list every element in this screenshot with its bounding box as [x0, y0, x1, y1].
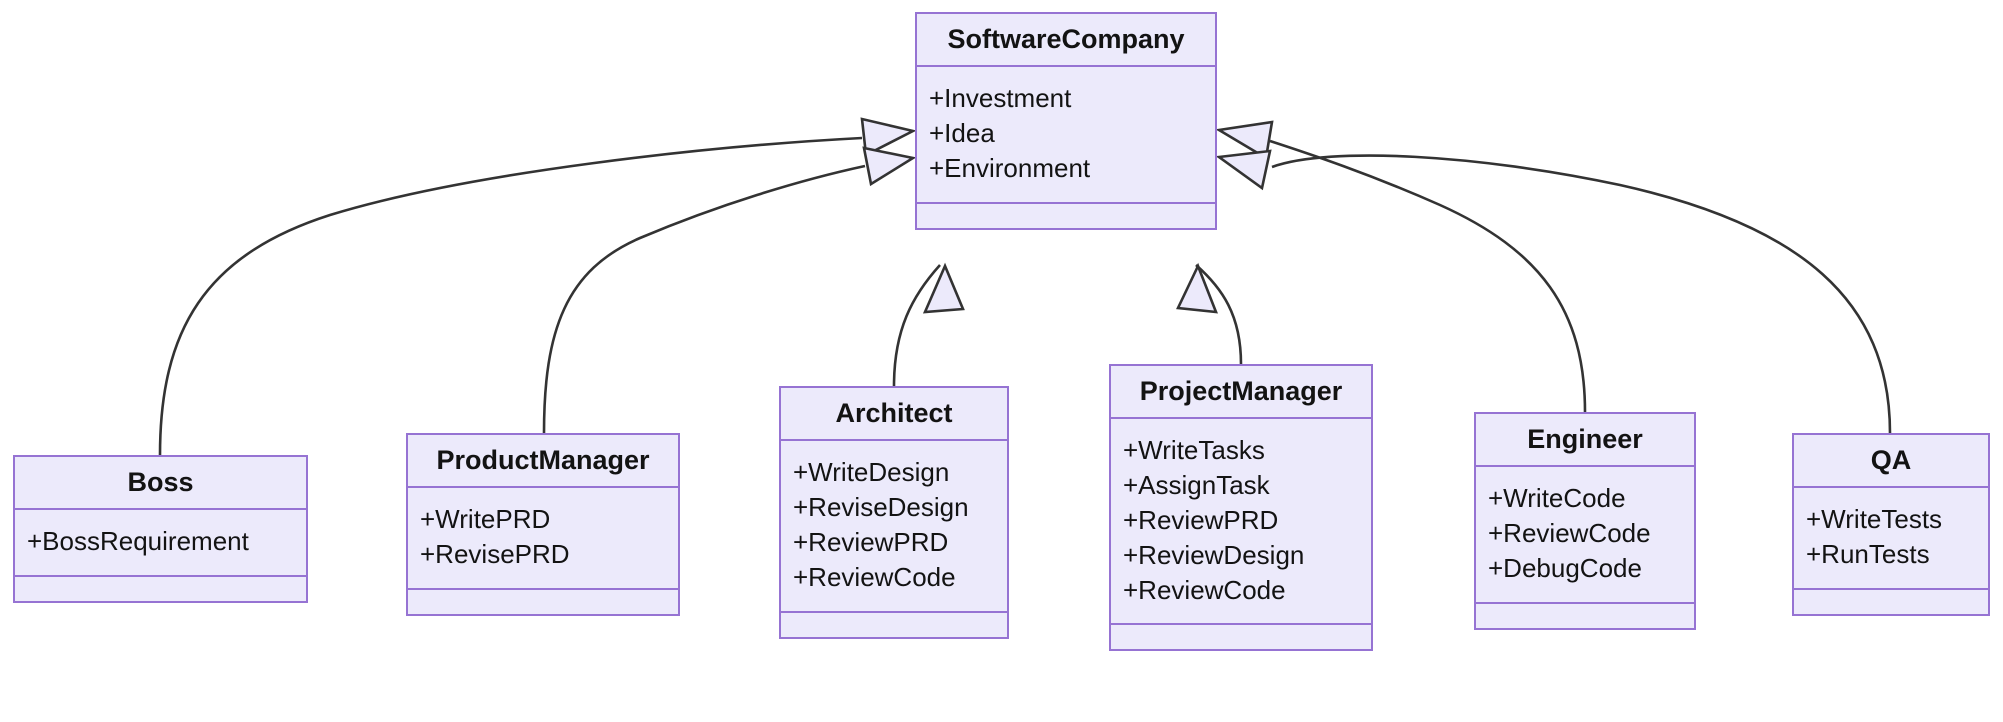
- class-box-boss[interactable]: Boss +BossRequirement: [13, 455, 308, 604]
- attribute-row: +RunTests: [1806, 539, 1930, 570]
- attribute-row: +WriteTests: [1806, 504, 1943, 535]
- class-methods-architect: [781, 613, 1007, 637]
- class-attributes-softwarecompany: +Investment +Idea +Environment: [917, 67, 1215, 204]
- attribute-row: +ReviseDesign: [793, 492, 969, 523]
- attribute-row: +Idea: [929, 118, 995, 149]
- edge-boss-to-softwarecompany: [158, 136, 863, 456]
- attribute-row: +WritePRD: [420, 504, 551, 535]
- class-box-productmanager[interactable]: ProductManager +WritePRD +RevisePRD: [406, 433, 680, 616]
- class-box-softwarecompany[interactable]: SoftwareCompany +Investment +Idea +Envir…: [915, 12, 1217, 230]
- attribute-row: +AssignTask: [1123, 470, 1270, 501]
- attribute-row: +Environment: [929, 153, 1091, 183]
- class-attributes-projectmanager: +WriteTasks +AssignTask +ReviewPRD +Revi…: [1111, 419, 1371, 626]
- class-methods-softwarecompany: [917, 204, 1215, 228]
- arrowhead-architect: [922, 262, 965, 314]
- arrowhead-projectmanager: [1176, 262, 1218, 314]
- class-name-softwarecompany: SoftwareCompany: [917, 14, 1215, 68]
- class-box-qa[interactable]: QA +WriteTests +RunTests: [1792, 433, 1990, 616]
- class-name-productmanager: ProductManager: [408, 435, 678, 489]
- class-name-projectmanager: ProjectManager: [1111, 366, 1371, 420]
- class-methods-qa: [1794, 590, 1988, 614]
- attribute-row: +BossRequirement: [27, 526, 249, 557]
- attribute-row: +WriteTasks: [1123, 435, 1265, 466]
- class-name-qa: QA: [1794, 435, 1988, 489]
- attribute-row: +ReviewPRD: [1123, 505, 1279, 535]
- attribute-row: +ReviewPRD: [793, 527, 949, 557]
- edge-architect-to-softwarecompany: [892, 264, 941, 387]
- class-box-architect[interactable]: Architect +WriteDesign +ReviseDesign +Re…: [779, 386, 1009, 639]
- class-name-boss: Boss: [15, 457, 306, 511]
- class-attributes-engineer: +WriteCode +ReviewCode +DebugCode: [1476, 467, 1694, 604]
- arrowhead-productmanager: [862, 146, 917, 187]
- class-box-projectmanager[interactable]: ProjectManager +WriteTasks +AssignTask +…: [1109, 364, 1373, 652]
- attribute-row: +Investment: [929, 83, 1072, 114]
- class-methods-boss: [15, 577, 306, 601]
- attribute-row: +ReviewCode: [1123, 574, 1286, 605]
- arrowhead-qa: [1215, 149, 1272, 191]
- attribute-row: +ReviewCode: [793, 561, 956, 592]
- class-attributes-architect: +WriteDesign +ReviseDesign +ReviewPRD +R…: [781, 441, 1007, 613]
- class-attributes-boss: +BossRequirement: [15, 510, 306, 578]
- class-methods-engineer: [1476, 604, 1694, 628]
- class-name-engineer: Engineer: [1476, 414, 1694, 468]
- attribute-row: +ReviewCode: [1488, 518, 1651, 549]
- attribute-row: +WriteCode: [1488, 483, 1626, 514]
- attribute-row: +ReviewDesign: [1123, 539, 1305, 570]
- edge-projectmanager-to-softwarecompany: [1195, 264, 1243, 365]
- class-name-architect: Architect: [781, 388, 1007, 442]
- attribute-row: +DebugCode: [1488, 553, 1642, 583]
- class-attributes-productmanager: +WritePRD +RevisePRD: [408, 488, 678, 590]
- class-box-engineer[interactable]: Engineer +WriteCode +ReviewCode +DebugCo…: [1474, 412, 1696, 630]
- arrowhead-boss: [860, 117, 917, 158]
- attribute-row: +RevisePRD: [420, 539, 570, 570]
- class-methods-productmanager: [408, 590, 678, 614]
- arrowhead-engineer: [1215, 120, 1274, 161]
- class-attributes-qa: +WriteTests +RunTests: [1794, 488, 1988, 590]
- attribute-row: +WriteDesign: [793, 457, 950, 488]
- class-methods-projectmanager: [1111, 625, 1371, 649]
